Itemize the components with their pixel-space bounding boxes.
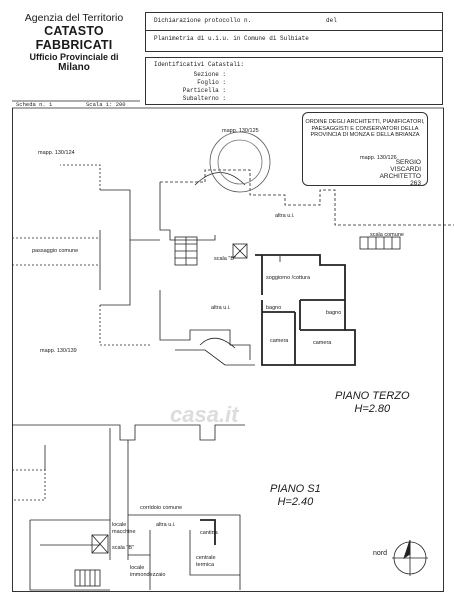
label-passaggio: passaggio comune — [32, 248, 79, 254]
label-altra-ui-3: altra u.i. — [156, 522, 176, 528]
field-sezione: Sezione : — [193, 71, 226, 78]
agency-line3: Ufficio Provinciale di — [29, 52, 119, 62]
agency-line1: Agenzia del Territorio — [24, 12, 124, 24]
planimetria-label: Planimetria di u.i.u. in Comune di Sulbi… — [154, 35, 309, 42]
stamp-name: SERGIO VISCARDI ARCHITETTO 263 — [380, 159, 421, 187]
label-camera-1: camera — [270, 338, 289, 344]
label-soggiorno: soggiorno /cottura — [266, 275, 311, 281]
floor-terzo-name: PIANO TERZO — [335, 390, 410, 402]
floor-s1-name: PIANO S1 — [270, 483, 321, 495]
floor-terzo: PIANO TERZO H=2.80 — [335, 390, 410, 416]
label-cantina: cantina — [200, 530, 218, 536]
label-scala-b2: scala "B" — [112, 545, 134, 551]
agency-block: Agenzia del Territorio CATASTO FABBRICAT… — [8, 12, 140, 73]
stamp-name-2: VISCARDI — [390, 166, 421, 173]
field-particella: Particella : — [182, 87, 226, 94]
declaration-label: Dichiarazione protocollo n. — [154, 17, 252, 24]
label-scala-b: scala "B" — [214, 256, 236, 262]
label-mapp-124: mapp. 130/124 — [38, 150, 75, 156]
sheet-row: Scheda n. 1 Scala 1: 200 — [14, 101, 438, 109]
agency-line2: CATASTO FABBRICATI — [35, 24, 113, 52]
field-subalterno: Subalterno : — [182, 95, 226, 102]
label-altra-ui-1: altra u.i. — [275, 213, 295, 219]
floor-s1: PIANO S1 H=2.40 — [270, 483, 321, 509]
label-mapp-139: mapp. 130/139 — [40, 348, 77, 354]
stamp-text: ORDINE DEGLI ARCHITETTI, PIANIFICATORI, … — [305, 119, 425, 139]
cadastral-ids-title: Identificativi Catastali: — [154, 61, 245, 68]
label-bagno-1: bagno — [266, 305, 282, 311]
floor-terzo-height: H=2.80 — [354, 403, 391, 415]
label-locale-macchine: locale macchine — [112, 522, 136, 535]
stamp-name-1: SERGIO — [395, 159, 421, 166]
scale-label: Scala 1: 200 — [86, 101, 126, 108]
label-locale-imm: locale immondezzaio — [130, 565, 166, 578]
stamp-name-3: ARCHITETTO — [379, 173, 421, 180]
planimetria-row: Planimetria di u.i.u. in Comune di Sulbi… — [146, 30, 442, 42]
drawing-frame — [12, 108, 444, 592]
sheet-number: Scheda n. 1 — [16, 101, 53, 108]
field-foglio: Foglio : — [197, 79, 226, 86]
label-centrale: centrale termica — [196, 555, 216, 568]
label-bagno-2: bagno — [326, 310, 342, 316]
label-camera-2: camera — [313, 340, 332, 346]
label-corridoio: corridoio comune — [140, 505, 183, 511]
floor-s1-height: H=2.40 — [277, 496, 314, 508]
architect-stamp: ORDINE DEGLI ARCHITETTI, PIANIFICATORI, … — [302, 112, 428, 187]
label-mapp-126: mapp. 130/126 — [360, 155, 397, 161]
declaration-box: Dichiarazione protocollo n. del Planimet… — [145, 12, 443, 52]
cadastral-ids-box: Identificativi Catastali: Sezione : Fogl… — [145, 57, 443, 105]
agency-line4: Milano — [58, 62, 90, 73]
stamp-number: 263 — [410, 180, 421, 187]
date-label: del — [326, 17, 337, 24]
label-nord: nord — [373, 550, 388, 557]
label-mapp-125: mapp. 130/125 — [222, 128, 259, 134]
watermark: casa.it — [170, 402, 239, 427]
label-altra-ui-2: altra u.i. — [211, 305, 231, 311]
label-scala-comune: scala comune — [370, 232, 404, 238]
